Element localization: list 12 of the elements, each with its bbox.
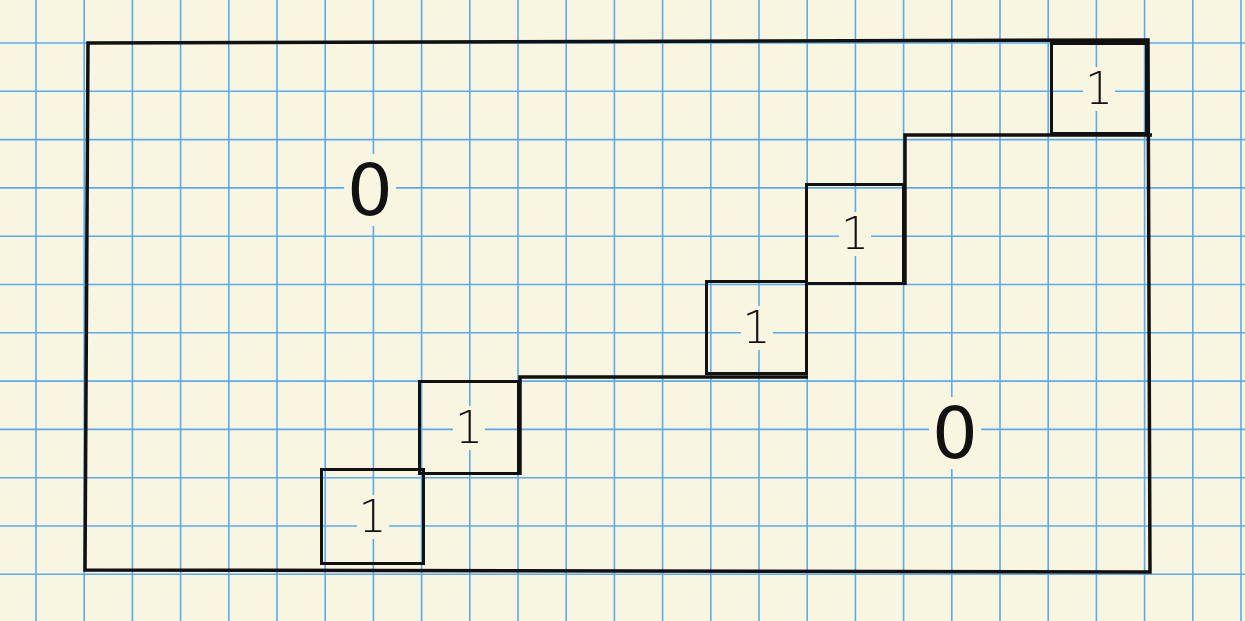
step-square xyxy=(320,468,425,565)
digit-label: 1 xyxy=(356,494,389,539)
step-square xyxy=(805,183,905,285)
digit-label: 1 xyxy=(839,212,871,256)
digit-label: 1 xyxy=(740,305,773,350)
digit-label: 0 xyxy=(344,154,396,226)
step-square xyxy=(705,280,808,375)
step-square xyxy=(418,380,520,475)
digit-label: 1 xyxy=(1083,66,1115,111)
digit-label: 1 xyxy=(453,405,485,450)
digit-label: 0 xyxy=(929,397,981,469)
step-square xyxy=(1050,42,1148,135)
